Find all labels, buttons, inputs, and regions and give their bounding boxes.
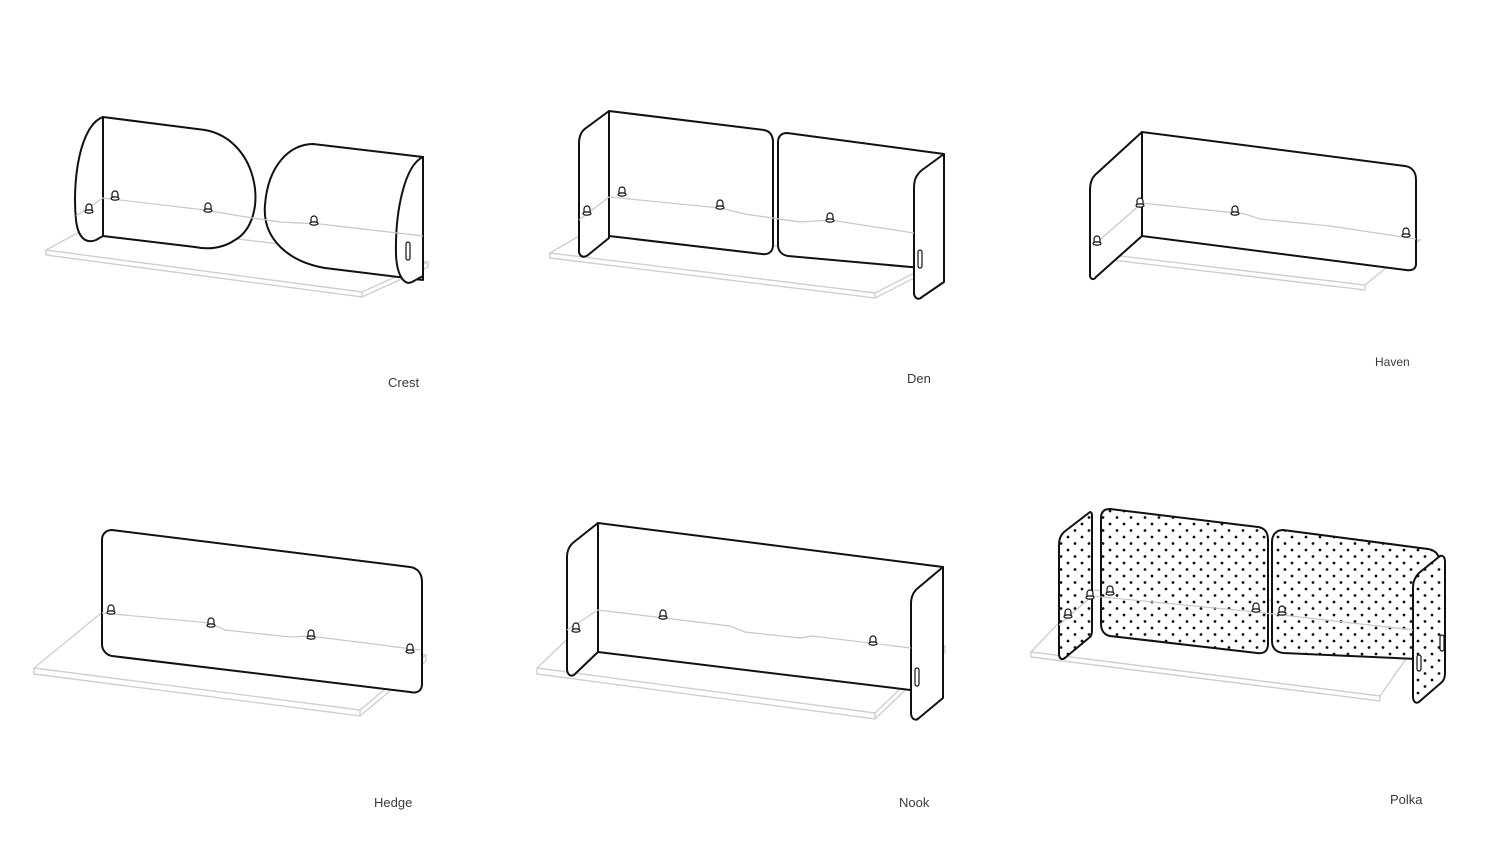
product-label-haven: Haven bbox=[1375, 355, 1410, 369]
den-illustration bbox=[547, 110, 945, 300]
product-label-nook: Nook bbox=[899, 795, 930, 810]
nook-illustration bbox=[535, 522, 947, 721]
product-label-hedge: Hedge bbox=[374, 795, 413, 810]
crest-illustration bbox=[43, 116, 431, 298]
polka-illustration bbox=[1029, 508, 1446, 704]
product-label-polka: Polka bbox=[1390, 792, 1423, 807]
product-label-crest: Crest bbox=[388, 375, 420, 390]
product-label-den: Den bbox=[907, 371, 931, 386]
hedge-illustration bbox=[32, 529, 428, 717]
haven-illustration bbox=[1089, 131, 1422, 291]
